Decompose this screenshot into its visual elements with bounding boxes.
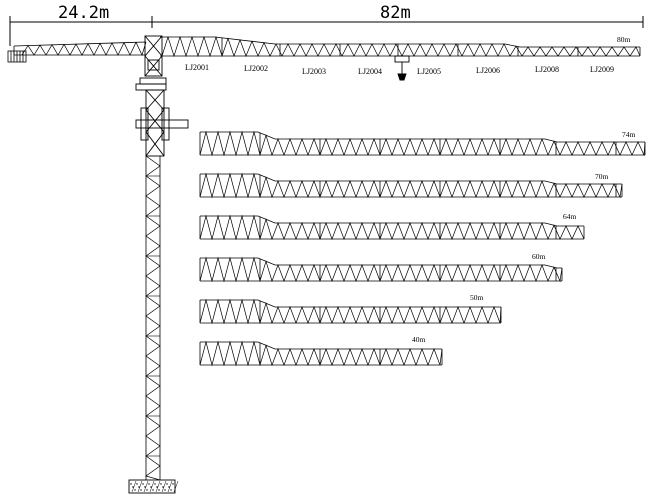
section-label: LJ2005: [417, 67, 441, 76]
jib-top-chord: [200, 299, 501, 308]
jib-length-label: 64m: [563, 212, 577, 221]
counterweight-block: [7, 50, 27, 63]
jib-top-chord: [200, 215, 584, 227]
section-label: LJ2004: [358, 67, 382, 76]
climbing-frame: [135, 107, 189, 141]
counter-jib: [13, 41, 147, 56]
jib-length-label: 60m: [532, 252, 546, 261]
main-jib-length-label: 80m: [617, 35, 631, 44]
section-label: LJ2009: [590, 65, 614, 74]
jib-length-label: 40m: [412, 335, 426, 344]
dimension-line: [9, 16, 644, 46]
section-label: LJ2002: [244, 64, 268, 73]
jib-length-label: 74m: [622, 130, 636, 139]
jib-configuration: 70m: [199, 172, 623, 199]
jib-top-chord: [200, 341, 442, 350]
tower-top-section: [145, 89, 165, 157]
jib-length-label: 70m: [595, 172, 609, 181]
section-label: LJ2003: [302, 67, 326, 76]
trolley: [394, 55, 410, 81]
cat-head: [144, 35, 163, 77]
counter-jib-dimension: 24.2m: [58, 3, 109, 23]
jib-configuration: 40m: [199, 335, 443, 367]
jib-top-chord: [200, 173, 622, 185]
tower-base: [128, 479, 179, 494]
jib-configuration: 60m: [199, 252, 563, 283]
section-label: LJ2006: [476, 66, 500, 75]
jib-configurations: 74m 70m 64m 60m 50m 40m: [199, 130, 646, 367]
jib-configuration: 74m: [199, 130, 646, 157]
jib-configuration: 50m: [199, 293, 502, 325]
section-label: LJ2001: [185, 63, 209, 72]
jib-length-label: 50m: [470, 293, 484, 302]
main-jib: [160, 35, 641, 58]
jib-configuration: 64m: [199, 212, 585, 241]
slewing-unit: [135, 77, 167, 91]
section-label: LJ2008: [535, 65, 559, 74]
jib-dimension: 82m: [380, 3, 411, 23]
jib-section-labels: LJ2001 LJ2002 LJ2003 LJ2004 LJ2005 LJ200…: [185, 63, 614, 76]
tower-mast: [145, 155, 161, 481]
